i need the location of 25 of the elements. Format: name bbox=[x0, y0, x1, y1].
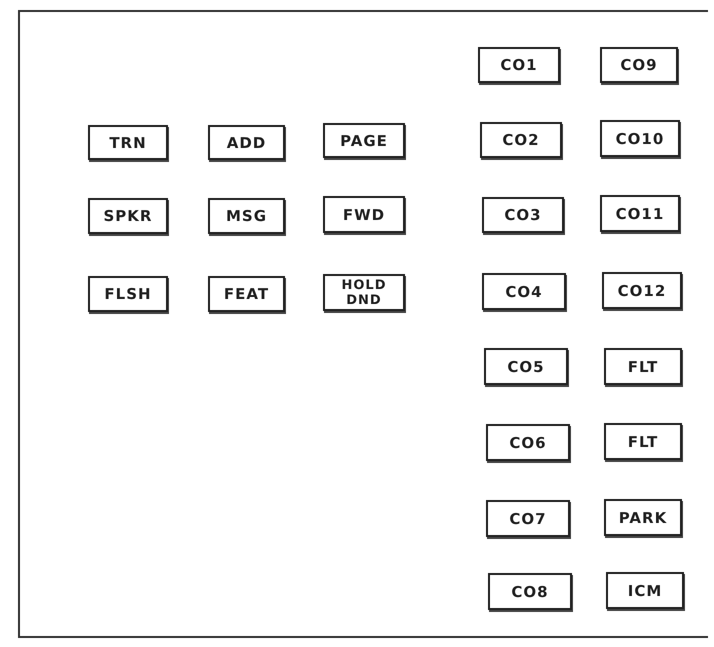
key-label: HOLD DND bbox=[323, 274, 405, 311]
key-label: CO11 bbox=[600, 195, 680, 232]
key-label: CO4 bbox=[482, 273, 566, 310]
key-label: CO5 bbox=[484, 348, 568, 385]
key-label: CO2 bbox=[480, 122, 562, 158]
key-label: CO8 bbox=[488, 573, 572, 610]
key-label: MSG bbox=[208, 198, 285, 234]
key-label: CO9 bbox=[600, 47, 678, 83]
key-label: FLT bbox=[604, 423, 682, 460]
key-label: ADD bbox=[208, 125, 285, 160]
key-label: FLSH bbox=[88, 276, 168, 312]
key-label: FWD bbox=[323, 196, 405, 233]
key-label: CO12 bbox=[602, 272, 682, 309]
key-label: SPKR bbox=[88, 198, 168, 234]
key-label: CO10 bbox=[600, 120, 680, 157]
key-label: CO7 bbox=[486, 500, 570, 537]
key-label: CO1 bbox=[478, 47, 560, 83]
key-label: CO3 bbox=[482, 197, 564, 233]
key-label: ICM bbox=[606, 572, 684, 609]
key-label: FLT bbox=[604, 348, 682, 385]
key-label: TRN bbox=[88, 125, 168, 160]
key-label: PAGE bbox=[323, 123, 405, 158]
key-label: CO6 bbox=[486, 424, 570, 461]
key-label: PARK bbox=[604, 499, 682, 536]
key-label: FEAT bbox=[208, 276, 285, 312]
